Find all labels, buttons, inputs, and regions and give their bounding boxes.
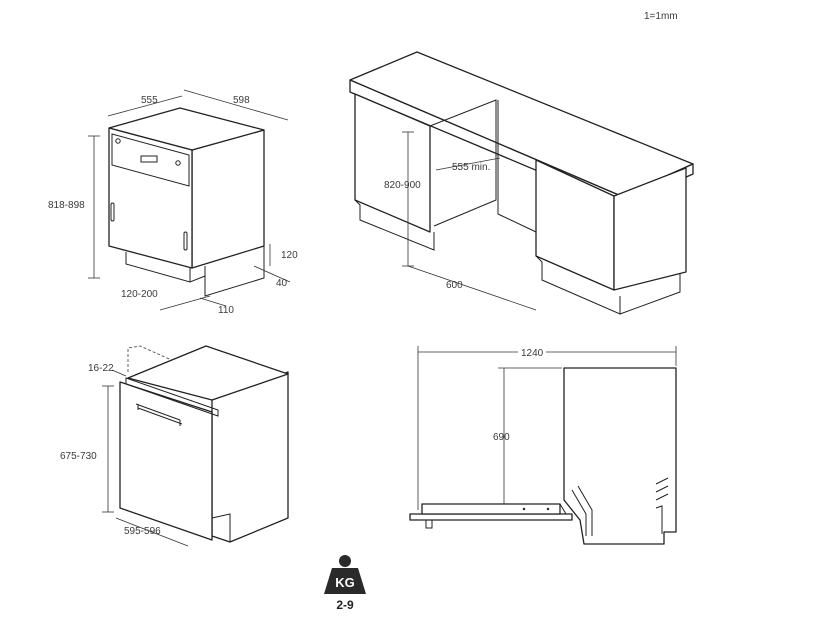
height-label: 818-898 — [48, 200, 85, 211]
display-panel — [140, 155, 158, 163]
plinth-offset-label: 110 — [218, 305, 234, 316]
weight-icon — [324, 555, 366, 594]
open-length-label: 1240 — [521, 348, 544, 359]
niche-depth-label: 600 — [446, 280, 463, 291]
dishwasher-top-left-view: 555 598 818-898 120-200 120 40 110 — [48, 89, 298, 316]
door-height-open-label: 690 — [493, 432, 510, 443]
door-open-section-view: 1240 690 — [409, 346, 677, 545]
door-thickness-label: 16-22 — [88, 363, 114, 374]
niche-height-label: 820-900 — [384, 180, 421, 191]
width-label: 555 — [141, 95, 158, 106]
handle-right — [183, 231, 188, 251]
weight-range-label: 2-9 — [336, 598, 354, 612]
kitchen-niche-view: 820-900 555 min. 600 — [349, 51, 694, 315]
handle-left — [110, 202, 115, 222]
weight-unit-label: KG — [335, 575, 355, 590]
plinth-height-label: 120 — [281, 250, 298, 261]
depth-label: 598 — [233, 95, 250, 106]
niche-width-label: 555 min. — [452, 162, 490, 173]
door-height-label: 675-730 — [60, 451, 97, 462]
scale-note: 1=1mm — [644, 11, 678, 22]
plinth-depth-label: 40 — [276, 278, 288, 289]
door-width-label: 595-596 — [124, 526, 161, 537]
toe-label: 120-200 — [121, 289, 158, 300]
door-panel-view: 16-22 675-730 595-596 — [60, 345, 289, 547]
